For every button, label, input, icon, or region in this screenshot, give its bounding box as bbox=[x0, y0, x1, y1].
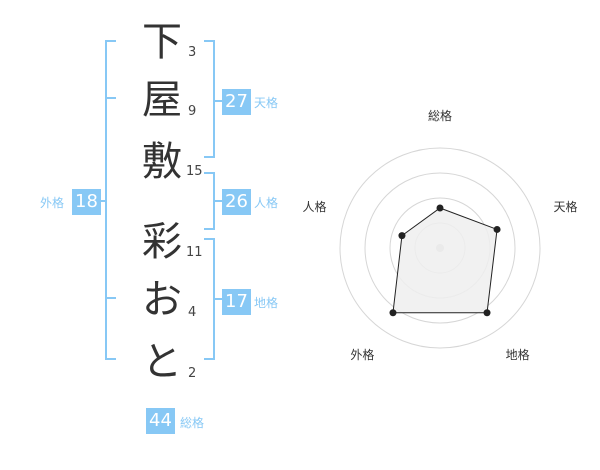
radar-area bbox=[392, 207, 498, 314]
stroke-count-2: 9 bbox=[188, 104, 197, 119]
surname-char-2: 屋 bbox=[142, 77, 182, 123]
radar-axis-label-3: 地格 bbox=[506, 347, 530, 362]
radar-point-1 bbox=[436, 204, 444, 212]
radar-axis-label-1: 総格 bbox=[428, 108, 452, 123]
chikaku-value: 17 bbox=[222, 289, 251, 315]
surname-char-1: 下 bbox=[142, 19, 182, 65]
tenkaku-label: 天格 bbox=[254, 96, 279, 110]
gaikaku-label: 外格 bbox=[40, 196, 65, 210]
stroke-count-5: 4 bbox=[188, 305, 197, 320]
given-char-3: と bbox=[142, 339, 182, 385]
stroke-count-3: 15 bbox=[186, 164, 203, 179]
stroke-count-4: 11 bbox=[186, 245, 203, 260]
tenkaku-value: 27 bbox=[222, 89, 251, 115]
chikaku-label: 地格 bbox=[254, 296, 279, 310]
radar-point-4 bbox=[389, 309, 397, 317]
given-char-2: お bbox=[142, 277, 182, 323]
radar-axis-label-4: 外格 bbox=[350, 347, 374, 362]
stroke-count-1: 3 bbox=[188, 45, 197, 60]
given-char-1: 彩 bbox=[142, 219, 182, 265]
radar-ring-3 bbox=[364, 172, 516, 324]
tenkaku-bracket bbox=[204, 40, 215, 158]
jinkaku-value: 26 bbox=[222, 189, 251, 215]
radar-axis-label-5: 人格 bbox=[302, 199, 326, 214]
soukaku-label: 総格 bbox=[180, 416, 205, 430]
stroke-count-6: 2 bbox=[188, 366, 197, 381]
surname-char-3: 敷 bbox=[142, 139, 182, 185]
radar-points bbox=[389, 204, 501, 317]
radar-axis-label-2: 天格 bbox=[554, 199, 578, 214]
jinkaku-label: 人格 bbox=[254, 196, 279, 210]
radar-ring-4 bbox=[339, 147, 541, 349]
radar-point-3 bbox=[483, 309, 491, 317]
gaikaku-value: 18 bbox=[72, 189, 101, 215]
soukaku-value: 44 bbox=[146, 408, 175, 434]
radar-point-2 bbox=[493, 225, 501, 233]
radar-point-5 bbox=[398, 232, 406, 240]
